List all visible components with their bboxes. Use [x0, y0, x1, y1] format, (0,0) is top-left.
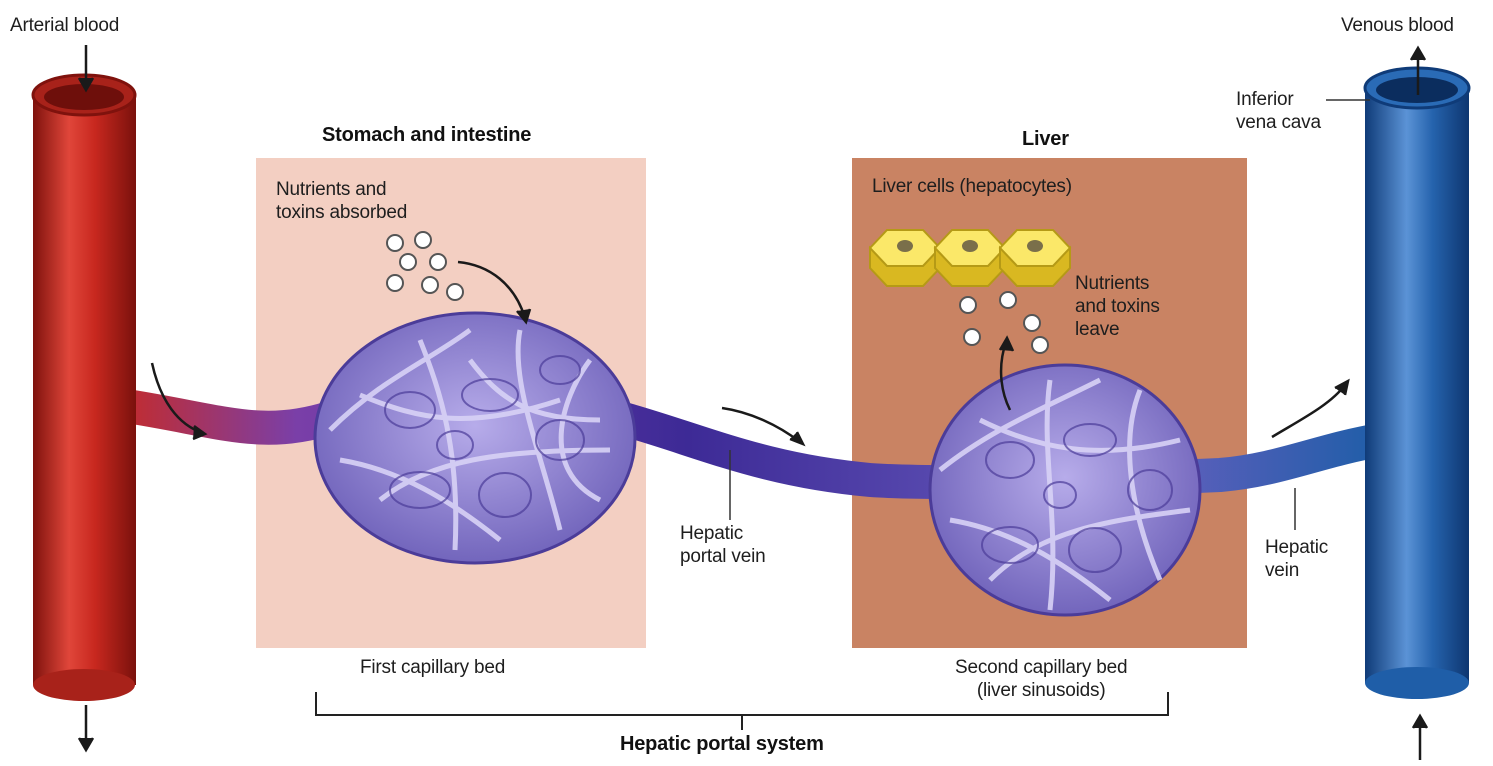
first-capillary-bed-label: First capillary bed — [360, 656, 505, 679]
second-capillary-bed-label: Second capillary bed (liver sinusoids) — [955, 656, 1127, 702]
arterial-blood-label: Arterial blood — [10, 14, 119, 37]
stomach-intestine-title: Stomach and intestine — [322, 124, 531, 147]
hepatic-portal-vein-label: Hepatic portal vein — [680, 522, 765, 568]
second-capillary-bed — [930, 365, 1200, 615]
liver-title: Liver — [1022, 128, 1069, 151]
nutrients-absorbed-label: Nutrients and toxins absorbed — [276, 178, 407, 224]
hepatocytes — [870, 230, 1070, 286]
inferior-vena-cava-label: Inferior vena cava — [1236, 88, 1321, 134]
artery — [33, 75, 136, 701]
hepatocyte — [870, 230, 940, 286]
hepatic-vein-label: Hepatic vein — [1265, 536, 1328, 582]
first-capillary-bed — [315, 313, 635, 563]
venous-blood-label: Venous blood — [1341, 14, 1454, 37]
liver-cells-label: Liver cells (hepatocytes) — [872, 175, 1072, 198]
inferior-vena-cava — [1365, 68, 1469, 699]
flow-arrow-to-cava — [1272, 385, 1345, 437]
nutrients-leave-label: Nutrients and toxins leave — [1075, 272, 1160, 341]
hepatocyte — [935, 230, 1005, 286]
hepatocyte — [1000, 230, 1070, 286]
hepatic-portal-system-label: Hepatic portal system — [620, 733, 824, 756]
